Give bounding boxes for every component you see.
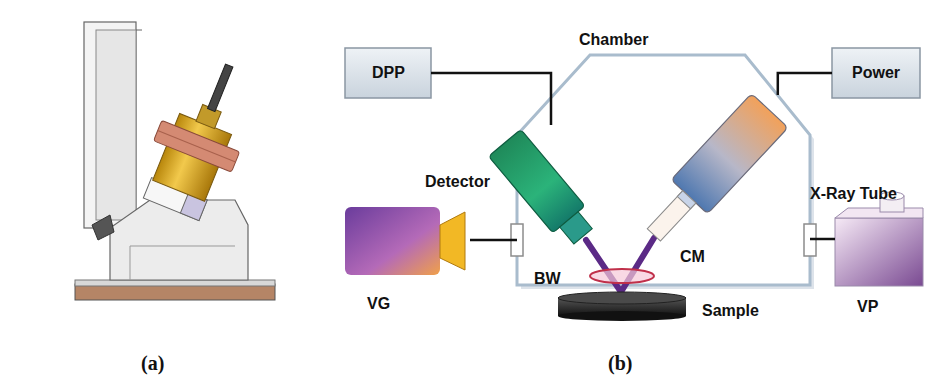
detector: Detector bbox=[425, 125, 600, 255]
signal-line bbox=[470, 240, 517, 241]
node-label: Power bbox=[852, 64, 900, 82]
node-label: Sample bbox=[702, 302, 759, 320]
vacuum-gauge: VG bbox=[345, 200, 470, 318]
node-label: VG bbox=[367, 295, 390, 313]
instrument-cad bbox=[75, 22, 275, 300]
dpp-box: DPP bbox=[345, 48, 431, 98]
vacuum-gauge bbox=[345, 207, 465, 275]
node-label: DPP bbox=[372, 64, 405, 82]
power-box bbox=[832, 48, 920, 98]
chamber: ChamberDetectorX-Ray Tube bbox=[517, 55, 810, 285]
node-label: Detector bbox=[425, 173, 490, 191]
x-ray-tube bbox=[636, 93, 789, 251]
dpp-box bbox=[345, 48, 431, 98]
sample-disc bbox=[558, 292, 686, 321]
detector-cylinder bbox=[489, 129, 600, 249]
panel-letter: (b) bbox=[608, 352, 632, 374]
signal-line bbox=[431, 73, 551, 125]
vacuum-pump bbox=[835, 192, 923, 286]
sample: Sample bbox=[556, 290, 688, 320]
vacuum-pump: VP bbox=[835, 192, 925, 318]
node-label: X-Ray Tube bbox=[810, 185, 897, 203]
node-label: Chamber bbox=[579, 31, 648, 49]
panel-letter: (a) bbox=[141, 352, 164, 374]
signal-line bbox=[810, 239, 835, 240]
signal-line bbox=[778, 73, 832, 95]
x-ray-tube: X-Ray Tube bbox=[640, 95, 905, 270]
beam-window-label: BW bbox=[534, 270, 561, 288]
x-ray-beam bbox=[586, 238, 654, 292]
power-box: Power bbox=[832, 48, 920, 98]
node-label: VP bbox=[857, 298, 878, 316]
collimator-label: CM bbox=[680, 248, 705, 266]
